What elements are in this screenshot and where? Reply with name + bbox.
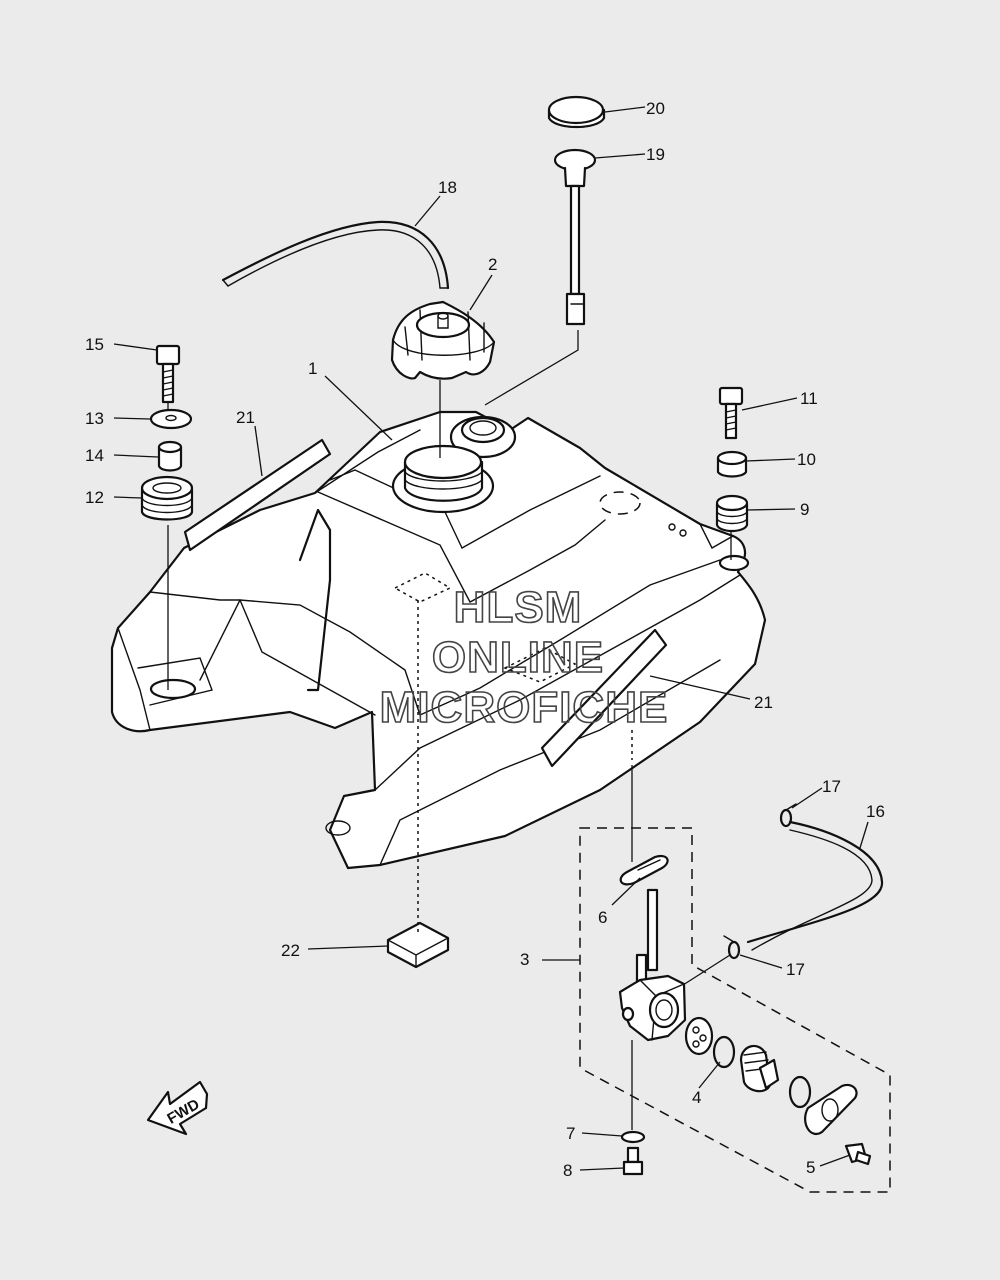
hose-clip-lower[interactable] <box>723 935 741 960</box>
fuel-hose[interactable] <box>746 820 884 944</box>
tank-pad-left[interactable] <box>183 438 332 552</box>
callout-5: 5 <box>806 1158 815 1177</box>
breather-hose[interactable] <box>221 220 450 290</box>
gasket-6[interactable] <box>619 854 669 886</box>
bolt-11[interactable] <box>718 386 744 440</box>
callout-13: 13 <box>85 409 104 428</box>
callout-4: 4 <box>692 1088 701 1107</box>
callout-17b: 17 <box>786 960 805 979</box>
callout-15: 15 <box>85 335 104 354</box>
lever[interactable] <box>739 1044 780 1093</box>
assembly-lines <box>167 330 732 1130</box>
hose-clip-upper[interactable] <box>779 803 797 828</box>
callout-8: 8 <box>563 1161 572 1180</box>
callout-9: 9 <box>800 500 809 519</box>
fuel-gauge[interactable] <box>553 148 597 326</box>
callout-16: 16 <box>866 802 885 821</box>
screw-5[interactable] <box>844 1142 872 1166</box>
callout-7: 7 <box>566 1124 575 1143</box>
callout-10: 10 <box>797 450 816 469</box>
collar-10[interactable] <box>716 450 748 478</box>
callout-20: 20 <box>646 99 665 118</box>
watermark: HLSM ONLINE MICROFICHE <box>379 582 669 733</box>
filter-disc[interactable] <box>684 1016 714 1056</box>
callout-21a: 21 <box>236 408 255 427</box>
callout-14: 14 <box>85 446 104 465</box>
tank-pad-right[interactable] <box>540 628 668 768</box>
callout-leaders <box>113 106 869 1171</box>
watermark-line3: MICROFICHE <box>380 683 669 732</box>
o-ring-4[interactable] <box>712 1035 736 1069</box>
damper-9[interactable] <box>715 494 749 533</box>
fuel-cap[interactable] <box>390 300 496 380</box>
frame-bar <box>298 508 332 692</box>
forward-arrow: FWD <box>146 1080 209 1136</box>
callout-19: 19 <box>646 145 665 164</box>
callout-18: 18 <box>438 178 457 197</box>
callout-6: 6 <box>598 908 607 927</box>
callout-17a: 17 <box>822 777 841 796</box>
pad-22[interactable] <box>386 921 450 969</box>
gauge-cover[interactable] <box>547 95 606 128</box>
collar-14[interactable] <box>157 440 183 472</box>
callout-11: 11 <box>800 389 818 408</box>
fuel-tank[interactable] <box>110 410 767 870</box>
callout-12: 12 <box>85 488 104 507</box>
damper-12[interactable] <box>140 475 194 521</box>
washer-13[interactable] <box>149 408 193 430</box>
fuel-cock-assembly-outline <box>579 827 891 1193</box>
callout-21b: 21 <box>754 693 773 712</box>
fuel-cock-body[interactable] <box>618 888 687 1042</box>
callout-numbers: 1 2 3 4 5 6 7 8 9 10 11 12 13 14 15 16 1… <box>85 99 885 1180</box>
o-ring-lever[interactable] <box>788 1075 812 1109</box>
callout-22: 22 <box>281 941 300 960</box>
callout-1: 1 <box>308 359 317 378</box>
callout-3: 3 <box>520 950 529 969</box>
bolt-8[interactable] <box>622 1146 644 1176</box>
callout-2: 2 <box>488 255 497 274</box>
bolt-15[interactable] <box>155 344 181 404</box>
washer-7[interactable] <box>620 1130 646 1144</box>
watermark-line2: ONLINE <box>432 633 604 682</box>
watermark-line1: HLSM <box>454 583 583 632</box>
cover-plate[interactable] <box>804 1083 858 1135</box>
